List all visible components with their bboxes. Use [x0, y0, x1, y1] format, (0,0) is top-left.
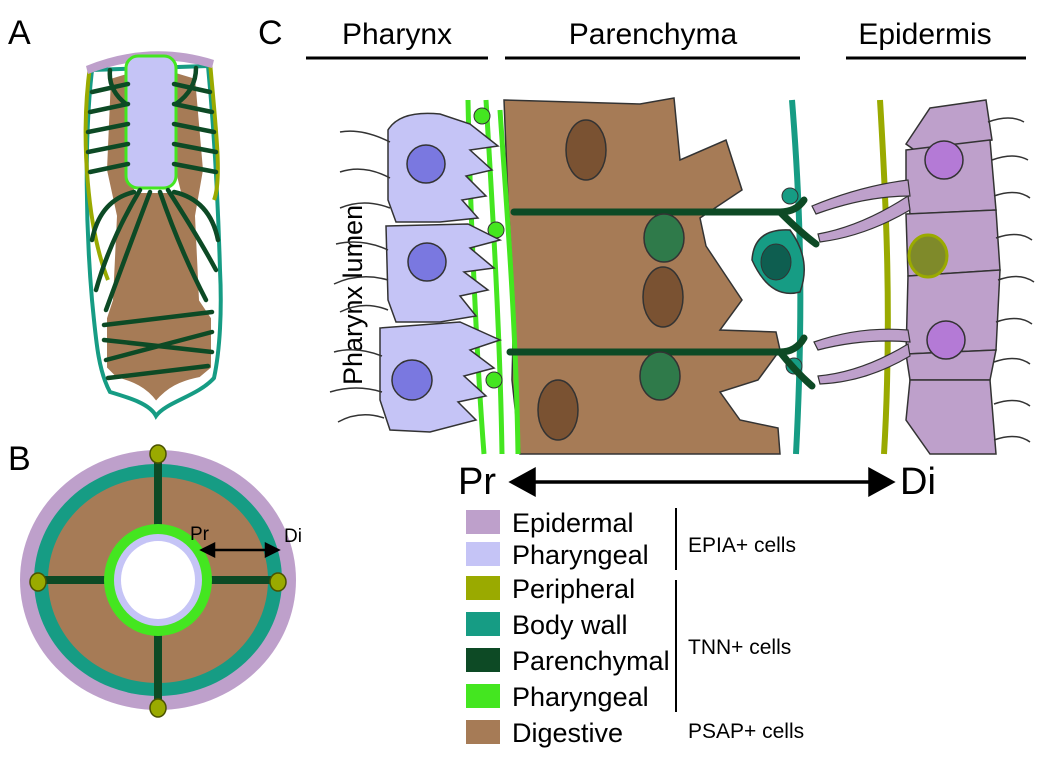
body-wall-outline — [84, 63, 223, 420]
legend-item-digestive: Digestive — [466, 718, 623, 748]
peripheral-strand — [877, 99, 891, 455]
legend-label: Epidermal — [512, 508, 634, 538]
parenchymal-spokes — [44, 460, 272, 700]
peripheral-outline-left — [83, 65, 110, 281]
peripheral-outline-right — [208, 61, 220, 201]
group-label-tnn: TNN+ cells — [688, 636, 791, 659]
group-label-psap: PSAP+ cells — [688, 720, 804, 743]
legend: Epidermal Pharyngeal Peripheral Body wal… — [466, 508, 804, 748]
body-wall-nucleus — [760, 243, 792, 281]
legend-swatch — [466, 720, 500, 744]
legend-swatch — [466, 576, 500, 600]
parenchymal-somas — [639, 213, 685, 401]
header-epidermis: Epidermis — [858, 18, 991, 51]
legend-item-epidermal: Epidermal — [466, 508, 634, 538]
legend-label: Pharyngeal — [512, 540, 649, 570]
pharyngeal-tnn-somas — [473, 107, 505, 389]
legend-label: Pharyngeal — [512, 682, 649, 712]
legend-swatch — [466, 542, 500, 566]
legend-item-peripheral: Peripheral — [466, 574, 635, 604]
legend-swatch — [466, 684, 500, 708]
planarian-cross-section: Pr Di — [20, 444, 302, 718]
pharyngeal-cilia — [329, 130, 391, 423]
panel-c: C Pharynx Parenchyma Epidermis Pharynx l… — [258, 14, 1035, 503]
legend-item-pharyngeal-tnn: Pharyngeal — [466, 682, 649, 712]
panel-b: B — [8, 440, 302, 718]
legend-item-parenchymal: Parenchymal — [466, 646, 670, 676]
panel-a: A — [8, 14, 223, 420]
group-label-epia: EPIA+ cells — [688, 534, 796, 557]
legend-swatch — [466, 612, 500, 636]
header-pharynx: Pharynx — [342, 18, 452, 51]
pr-di-arrow-b — [199, 541, 281, 559]
epidermal-processes — [811, 179, 911, 385]
peripheral-nuclei — [29, 444, 287, 718]
distal-label-b: Di — [284, 526, 302, 547]
pr-di-arrow-c — [508, 467, 896, 497]
legend-label: Peripheral — [512, 574, 635, 604]
legend-swatch — [466, 648, 500, 672]
lumen — [121, 541, 195, 619]
digestive-nuclei — [537, 119, 684, 441]
proximal-label-b: Pr — [190, 524, 210, 545]
pharynx-lumen-label: Pharynx lumen — [338, 205, 368, 385]
legend-item-body-wall: Body wall — [466, 610, 628, 640]
panel-b-letter: B — [8, 440, 31, 478]
epidermal-cilia — [987, 117, 1035, 443]
planarian-longitudinal-section — [83, 51, 223, 420]
legend-label: Parenchymal — [512, 646, 670, 676]
panel-c-letter: C — [258, 14, 283, 52]
distal-label-c: Di — [900, 461, 936, 503]
parenchymal-neurites — [85, 65, 221, 381]
pharyngeal-nuclei — [391, 144, 447, 401]
panel-a-letter: A — [8, 14, 31, 52]
legend-label: Digestive — [512, 718, 623, 748]
legend-swatch — [466, 510, 500, 534]
header-parenchyma: Parenchyma — [569, 18, 738, 51]
pharynx-tube — [124, 54, 178, 190]
legend-label: Body wall — [512, 610, 628, 640]
proximal-label-c: Pr — [458, 461, 496, 503]
epidermal-cap — [86, 51, 214, 74]
legend-item-pharyngeal-epia: Pharyngeal — [466, 540, 649, 570]
peripheral-nucleus — [907, 233, 949, 279]
epidermal-nuclei — [924, 140, 966, 360]
body-wall-strand — [751, 99, 805, 455]
parenchymal-neurites-c — [506, 196, 820, 390]
